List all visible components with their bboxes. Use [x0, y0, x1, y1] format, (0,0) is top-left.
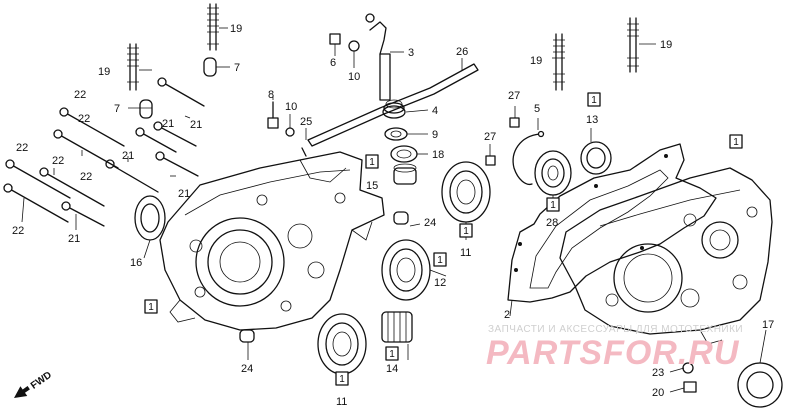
watermark: ЗАПЧАСТИ И АКСЕССУАРЫ ДЛЯ МОТОТЕХНИКИ PA…: [486, 324, 743, 372]
box-label-11-lower: 1: [335, 371, 349, 386]
boxed-labels: 1 1 1 1 1 1 1 1: [144, 92, 743, 386]
callout-22: 22: [80, 171, 92, 183]
callout-24: 24: [424, 217, 436, 229]
callout-14: 14: [386, 363, 398, 375]
svg-text:1: 1: [148, 302, 154, 313]
box-label-13: 1: [587, 92, 601, 107]
box-label-14: 1: [385, 346, 399, 361]
fwd-label: FWD: [29, 370, 54, 392]
callout-12: 12: [434, 277, 446, 289]
studs-19: [127, 3, 639, 91]
callout-21: 21: [122, 150, 134, 162]
box-label-crankcase-left: 1: [144, 299, 158, 314]
box-label-12: 1: [433, 252, 447, 267]
dowel-24-low: [239, 329, 255, 343]
spring-4: [382, 99, 406, 119]
watermark-logo: PARTSFOR.RU: [486, 334, 740, 372]
callout-20: 20: [652, 387, 664, 399]
oil-seal-17: [737, 362, 783, 408]
callout-3: 3: [408, 47, 414, 59]
left-crankcase: [159, 151, 385, 331]
svg-text:1: 1: [733, 137, 739, 148]
oil-seal-16: [134, 195, 166, 241]
svg-text:1: 1: [339, 374, 345, 385]
fwd-arrow: FWD: [14, 370, 54, 398]
callout-11: 11: [336, 396, 347, 408]
callout-22: 22: [78, 113, 90, 125]
svg-text:1: 1: [591, 95, 597, 106]
bearing-12: [381, 239, 431, 301]
callout-22: 22: [16, 142, 28, 154]
callout-19: 19: [660, 39, 672, 51]
small-hardware: [267, 33, 697, 393]
callout-5: 5: [534, 103, 540, 115]
svg-text:1: 1: [437, 255, 443, 266]
callout-21: 21: [178, 188, 190, 200]
bearing-11-lower: [317, 313, 367, 375]
callout-27: 27: [508, 90, 520, 102]
callout-16: 16: [130, 257, 142, 269]
shaft-3: [365, 13, 391, 101]
callout-19: 19: [530, 55, 542, 67]
bearing-11-upper: [441, 161, 491, 223]
callout-18: 18: [432, 149, 444, 161]
callout-7: 7: [114, 103, 120, 115]
callout-21: 21: [162, 118, 174, 130]
gasket: [507, 143, 717, 303]
washer-9: [384, 127, 408, 141]
callout-19: 19: [230, 23, 242, 35]
callout-21: 21: [68, 233, 80, 245]
box-label-28: 1: [546, 197, 560, 212]
callout-10: 10: [285, 101, 297, 113]
callout-22: 22: [74, 89, 86, 101]
bearing-13: [580, 141, 612, 175]
breather-tube-26: [307, 63, 479, 147]
svg-text:1: 1: [550, 200, 556, 211]
watermark-tagline: ЗАПЧАСТИ И АКСЕССУАРЫ ДЛЯ МОТОТЕХНИКИ: [488, 324, 743, 335]
callout-22: 22: [52, 155, 64, 167]
dowel-7-mid: [139, 99, 153, 119]
callout-numbers: 19 7 6 10 3 26 19 19 19 22 7 8 10 25 4 2…: [12, 23, 774, 408]
circlip-5: [512, 130, 545, 186]
callout-7: 7: [234, 62, 240, 74]
callout-27: 27: [484, 131, 496, 143]
callout-4: 4: [432, 105, 438, 117]
box-label-11-upper: 1: [459, 223, 473, 238]
bolts-21-22: [3, 77, 205, 227]
callout-21: 21: [190, 119, 202, 131]
dowel-24-mid: [393, 211, 409, 225]
callout-9: 9: [432, 129, 438, 141]
bearing-28: [534, 150, 572, 196]
callout-19: 19: [98, 66, 110, 78]
callout-26: 26: [456, 46, 468, 58]
callout-6: 6: [330, 57, 336, 69]
callout-8: 8: [268, 89, 274, 101]
callout-25: 25: [300, 116, 312, 128]
callout-22: 22: [12, 225, 24, 237]
svg-text:1: 1: [389, 349, 395, 360]
callout-23: 23: [652, 367, 664, 379]
needle-bearing-14: [381, 311, 413, 343]
box-label-15: 1: [365, 154, 379, 169]
callout-17: 17: [762, 319, 774, 331]
callout-24: 24: [241, 363, 253, 375]
dowel-7-top: [203, 57, 217, 77]
right-crankcase: [559, 167, 773, 345]
callout-10: 10: [348, 71, 360, 83]
svg-text:1: 1: [369, 157, 375, 168]
seal-18: [390, 145, 418, 163]
bearing-15: [393, 163, 417, 185]
callout-2: 2: [504, 309, 510, 321]
callout-13: 13: [586, 114, 598, 126]
box-label-crankcase-right: 1: [729, 134, 743, 149]
callout-15: 15: [366, 180, 378, 192]
svg-text:1: 1: [463, 226, 469, 237]
callout-28: 28: [546, 217, 558, 229]
callout-11: 11: [460, 247, 471, 259]
